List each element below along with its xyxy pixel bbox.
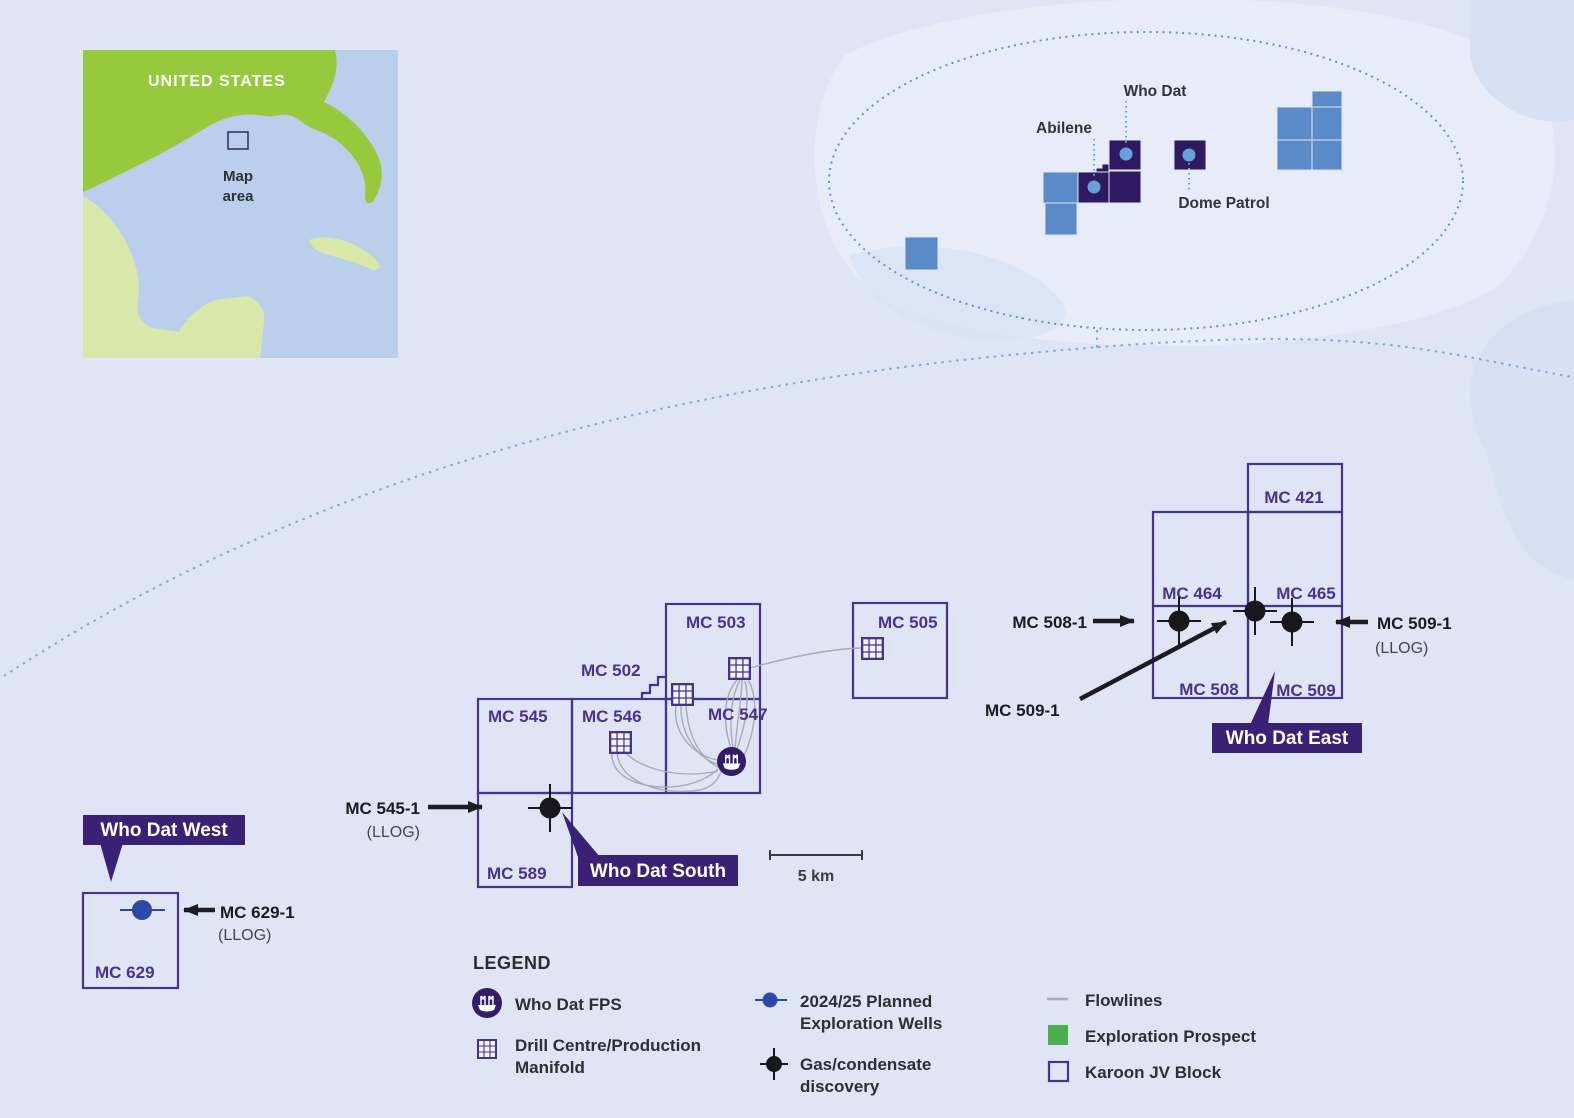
legend-manifold-label-line2: Manifold (515, 1058, 585, 1077)
label-mc508: MC 508 (1179, 680, 1239, 699)
well-mc509-1-center (1233, 587, 1277, 635)
jv-blocks (81, 462, 1344, 990)
overview-well-dots (1087, 147, 1196, 194)
legend-planned-well-icon (755, 992, 787, 1008)
inset-country-label: UNITED STATES (148, 73, 286, 90)
overview-leader-lines (1093, 101, 1190, 191)
label-mc503: MC 503 (686, 613, 746, 632)
legend-title: LEGEND (473, 953, 551, 973)
legend-gas-label-line1: Gas/condensate (800, 1055, 931, 1074)
well-who-dat-south (528, 784, 572, 832)
legend-planned-label-line2: Exploration Wells (800, 1014, 942, 1033)
label-mc502: MC 502 (581, 661, 641, 680)
legend: LEGEND Who Dat FPS Drill Centre/Producti… (471, 953, 1256, 1096)
label-mc589: MC 589 (487, 864, 547, 883)
inset-us-landmass (83, 50, 382, 204)
label-well-mc508-1: MC 508-1 (1012, 613, 1087, 632)
label-mc547: MC 547 (708, 705, 768, 724)
label-mc509: MC 509 (1276, 681, 1336, 700)
label-well-mc545-1: MC 545-1 (345, 799, 420, 818)
legend-fps-icon (471, 987, 503, 1019)
inset-map-area-label-line2: area (223, 188, 255, 205)
block-mc505 (851, 601, 949, 700)
label-mc464: MC 464 (1162, 584, 1222, 603)
block-mc502-boundary (640, 675, 666, 700)
label-well-mc545-1-operator: (LLOG) (367, 824, 420, 841)
label-mc546: MC 546 (582, 707, 642, 726)
inset-locator-map: UNITED STATES Map area (83, 50, 398, 358)
field-badges: Who Dat West Who Dat South Who Dat East (83, 671, 1362, 886)
who-dat-fps-icon (716, 746, 747, 777)
legend-gas-label-line2: discovery (800, 1077, 880, 1096)
badge-who-dat-south-label: Who Dat South (590, 861, 726, 882)
projection-arc (3, 330, 1574, 677)
badge-who-dat-east: Who Dat East (1212, 671, 1362, 753)
discovery-wells (120, 587, 1314, 920)
manifold-icon-mc546 (609, 731, 632, 754)
legend-prospect-label: Exploration Prospect (1085, 1027, 1256, 1046)
well-mc508-1 (1157, 597, 1201, 645)
badge-who-dat-east-label: Who Dat East (1226, 728, 1349, 749)
legend-jv-block-icon (1047, 1060, 1070, 1083)
arrow-mc509-1 (1078, 620, 1228, 701)
label-mc629: MC 629 (95, 963, 155, 982)
label-well-mc629-1-operator: (LLOG) (218, 927, 271, 944)
legend-manifold-label-line1: Drill Centre/Production (515, 1036, 701, 1055)
label-well-mc629-1: MC 629-1 (220, 903, 295, 922)
inset-map-area-box (227, 131, 249, 150)
legend-fps-label: Who Dat FPS (515, 995, 622, 1014)
legend-planned-label-line1: 2024/25 Planned (800, 992, 932, 1011)
overview-label-abilene: Abilene (1036, 120, 1092, 137)
legend-jv-block-label: Karoon JV Block (1085, 1063, 1222, 1082)
legend-prospect-icon (1048, 1025, 1068, 1045)
overview-label-who-dat: Who Dat (1124, 83, 1187, 100)
flowlines (611, 647, 862, 793)
scale-bar: 5 km (769, 850, 863, 885)
overview-label-dome-patrol: Dome Patrol (1178, 195, 1269, 212)
badge-who-dat-south: Who Dat South (562, 812, 738, 886)
block-mc547 (664, 697, 762, 795)
label-well-mc509-1-llog: MC 509-1 (1377, 614, 1452, 633)
annotation-arrows (183, 615, 1368, 916)
legend-flowlines-label: Flowlines (1085, 991, 1162, 1010)
label-well-mc509-1-llog-operator: (LLOG) (1375, 640, 1428, 657)
overview-cluster: Who Dat Abilene Dome Patrol (828, 31, 1464, 331)
block-labels: MC 421 MC 464 MC 465 MC 508 MC 509 MC 50… (95, 488, 1336, 982)
block-mc629 (81, 891, 180, 990)
manifold-icon-mc503 (728, 657, 751, 680)
label-mc545: MC 545 (488, 707, 548, 726)
overview-ellipse (828, 31, 1464, 331)
inset-mexico-landmass (83, 196, 265, 358)
badge-who-dat-west: Who Dat West (83, 815, 245, 882)
well-mc509-1-llog (1270, 598, 1314, 646)
manifold-icon-mc547-edge (671, 683, 694, 706)
legend-discovery-icon (760, 1048, 788, 1080)
label-mc505: MC 505 (878, 613, 938, 632)
label-well-mc509-1: MC 509-1 (985, 701, 1060, 720)
legend-manifold-icon (477, 1039, 497, 1059)
label-mc421: MC 421 (1264, 488, 1324, 507)
well-labels: MC 508-1 MC 509-1 (LLOG) MC 509-1 MC 545… (218, 613, 1452, 944)
well-mc629-1-planned (120, 900, 165, 920)
overview-blue-squares (904, 90, 1343, 271)
badge-who-dat-west-label: Who Dat West (100, 820, 228, 841)
scale-bar-label: 5 km (798, 868, 834, 885)
inset-map-area-label-line1: Map (223, 168, 253, 185)
label-mc465: MC 465 (1276, 584, 1336, 603)
inset-cuba-island (309, 237, 380, 271)
manifold-icon-mc505 (861, 637, 884, 660)
